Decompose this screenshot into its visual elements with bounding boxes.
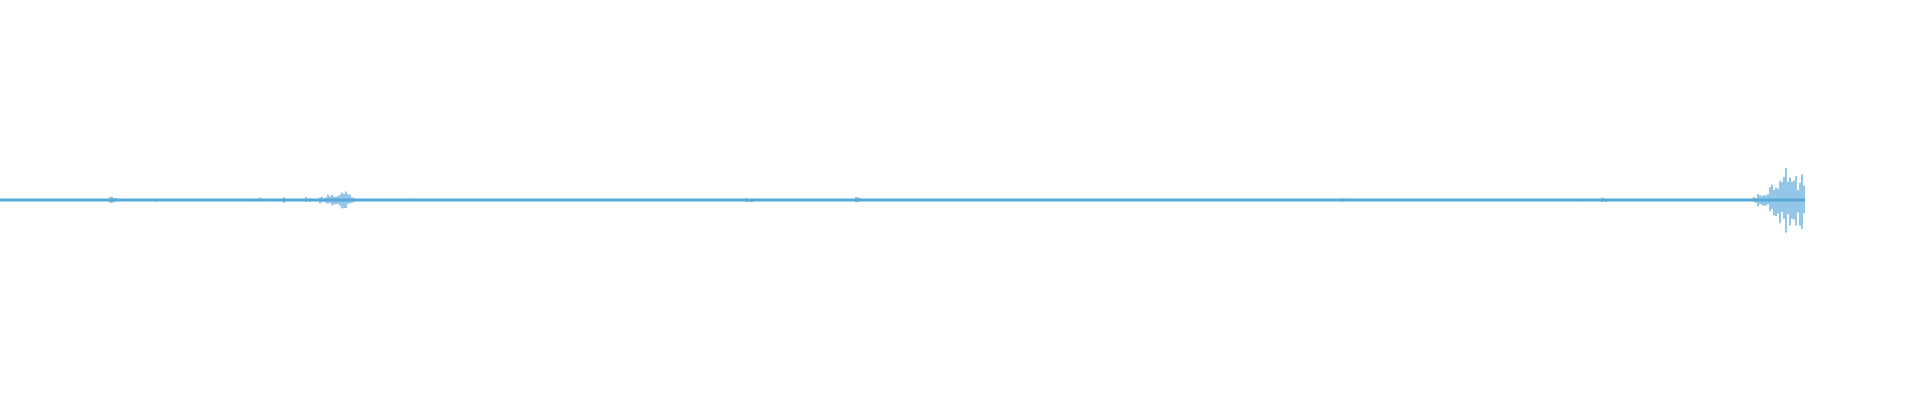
waveform-bars [0, 167, 1805, 233]
